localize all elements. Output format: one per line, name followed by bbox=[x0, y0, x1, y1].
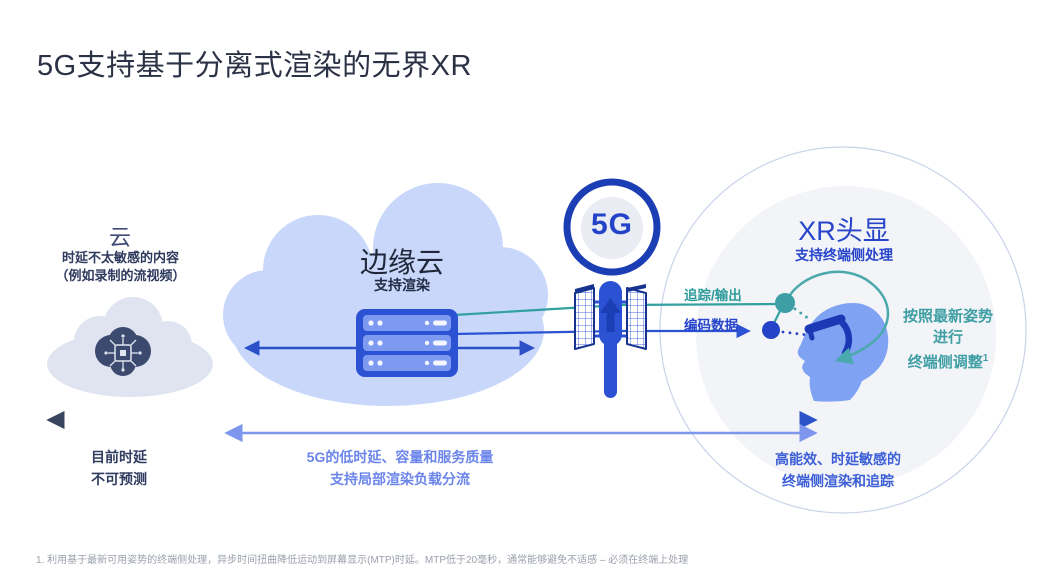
pose-note-line2: 进行 bbox=[932, 329, 963, 346]
encoded-node-dot bbox=[762, 321, 780, 339]
edge-cloud-label: 边缘云 bbox=[359, 247, 444, 278]
tracking-node-dot bbox=[775, 293, 795, 313]
5g-badge bbox=[563, 178, 661, 276]
encoded-dotted-link bbox=[781, 330, 810, 337]
cloud-description: 时延不太敏感的内容 （例如录制的流视频） bbox=[18, 249, 223, 285]
cell-tower-icon bbox=[574, 281, 647, 398]
xr-headset-label: XR头显 bbox=[798, 216, 890, 246]
tracking-output-label: 追踪/输出 bbox=[684, 288, 742, 303]
pose-adjustment-note: 按照最新姿势 进行 终端侧调整1 bbox=[878, 306, 1018, 373]
cloud-label: 云 bbox=[108, 225, 131, 250]
cloud-desc-line1: 时延不太敏感的内容 bbox=[61, 250, 179, 265]
footnote: 1. 利用基于最新可用姿势的终端侧处理，异步时间扭曲降低运动到屏幕显示(MTP)… bbox=[36, 555, 689, 566]
5g-capability-caption: 5G的低时延、容量和服务质量 支持局部渲染负载分流 bbox=[306, 449, 494, 487]
current-latency-caption: 目前时延 不可预测 bbox=[91, 449, 147, 487]
pose-note-line3: 终端侧调整1 bbox=[907, 353, 989, 371]
antenna-panel-right bbox=[626, 284, 647, 350]
page-title: 5G支持基于分离式渲染的无界XR bbox=[37, 50, 472, 82]
antenna-panel-left bbox=[574, 284, 595, 350]
ai-brain-chip-icon bbox=[95, 327, 151, 376]
encoded-data-label: 编码数据 bbox=[684, 318, 738, 333]
footnote-ref: 1 bbox=[982, 353, 989, 364]
on-device-caption: 高能效、时延敏感的 终端侧渲染和追踪 bbox=[775, 451, 901, 489]
pose-note-line1: 按照最新姿势 bbox=[902, 308, 993, 325]
pose-correction-arc-arrow bbox=[785, 270, 890, 365]
edge-cloud-sublabel: 支持渲染 bbox=[374, 277, 430, 293]
cloud-desc-line2: （例如录制的流视频） bbox=[55, 268, 186, 283]
5g-badge-label: 5G bbox=[590, 208, 634, 241]
server-icon bbox=[356, 309, 458, 377]
xr-headset-sublabel: 支持终端侧处理 bbox=[795, 247, 893, 263]
